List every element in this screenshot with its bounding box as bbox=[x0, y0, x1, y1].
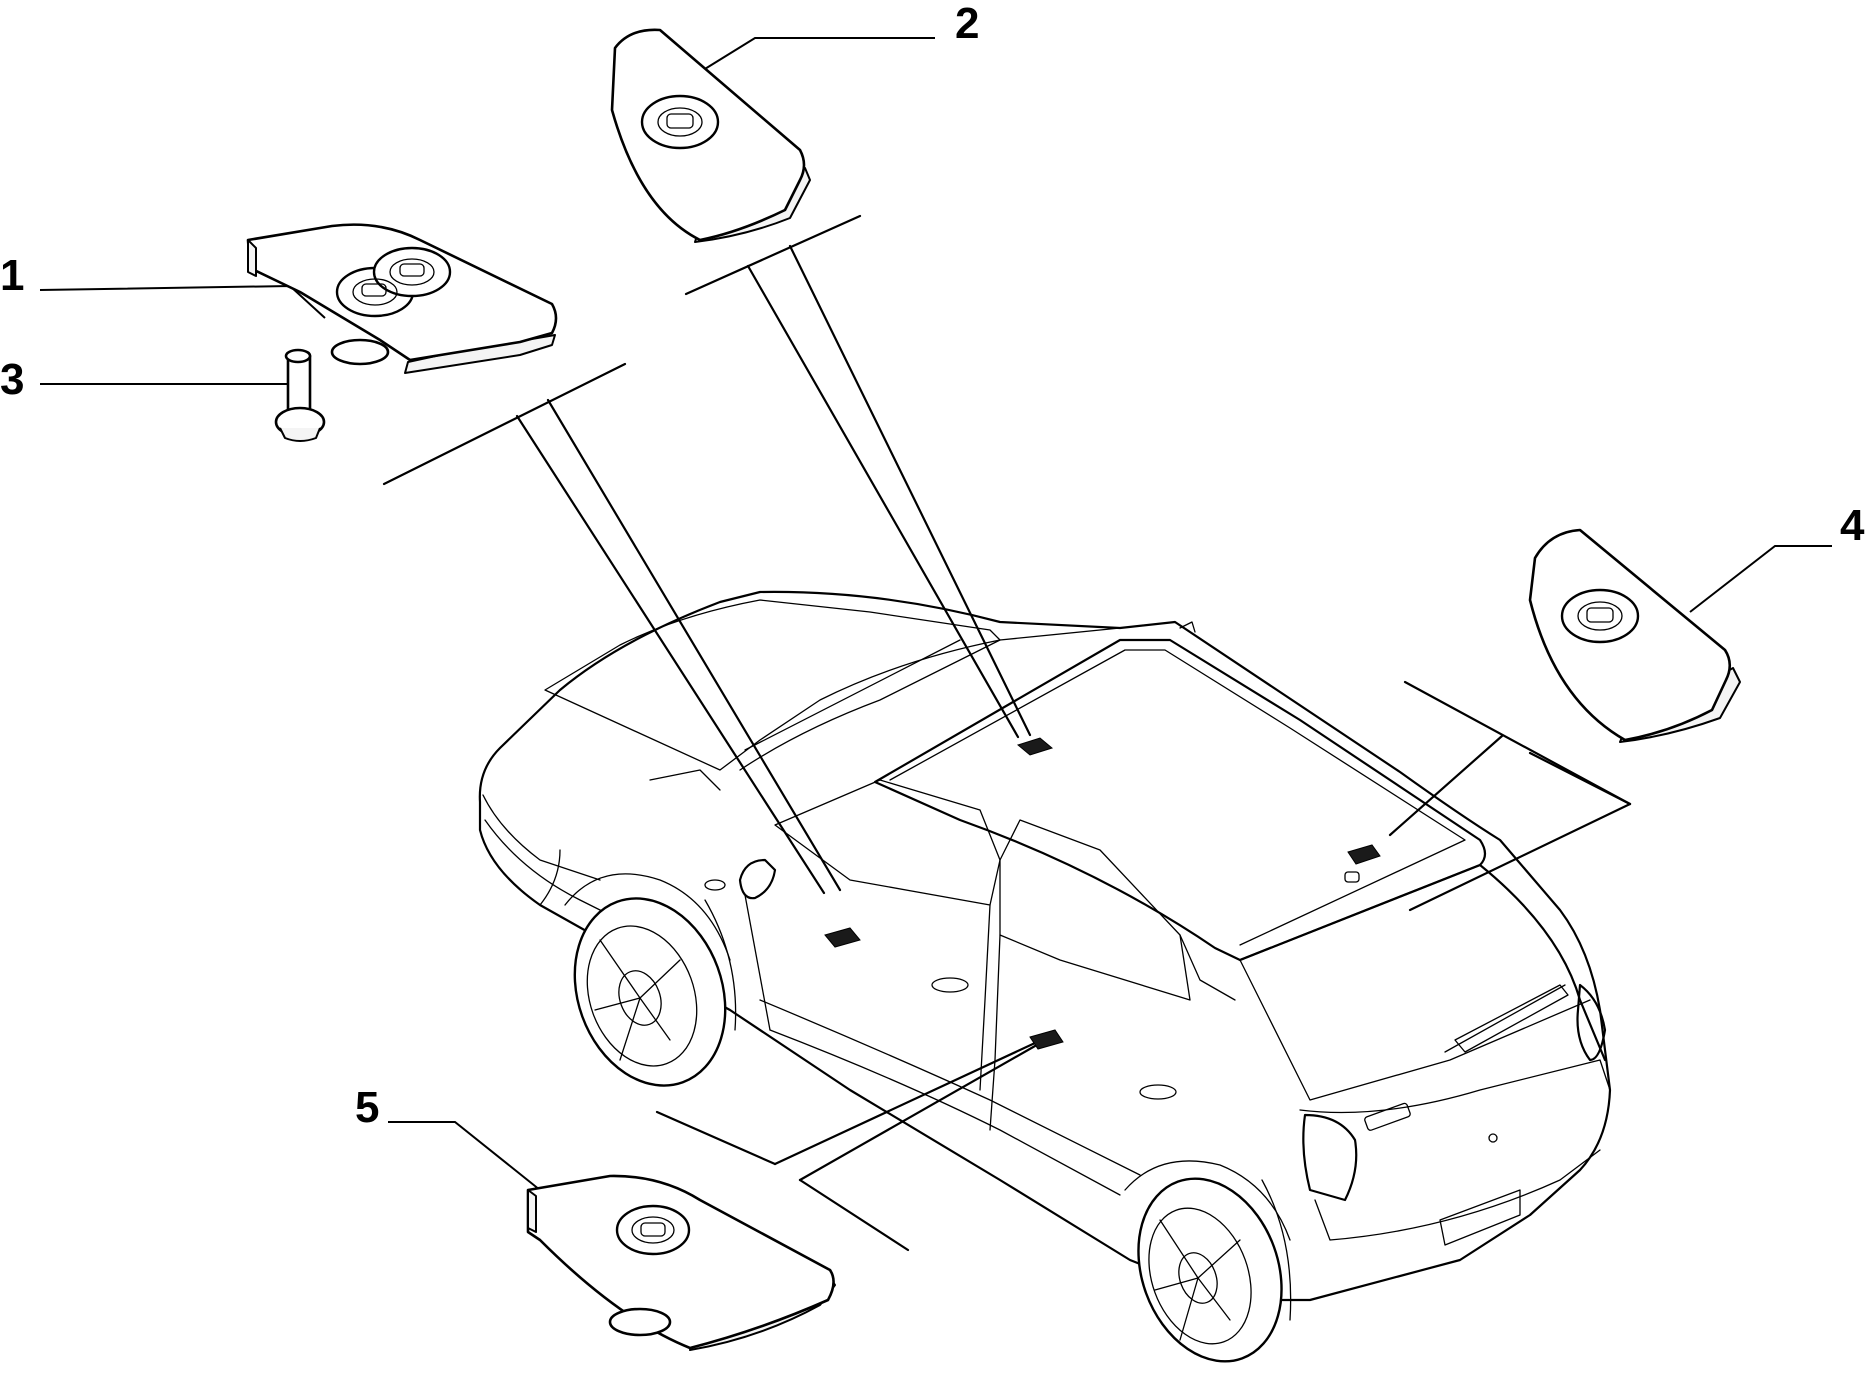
callout-4-label: 4 bbox=[1840, 501, 1865, 550]
switch-icon bbox=[615, 1204, 691, 1256]
switch-pair-icon bbox=[335, 246, 452, 318]
car-outline-illustration bbox=[478, 590, 1612, 1363]
callout-3-label: 3 bbox=[0, 355, 24, 404]
callout-2-label: 2 bbox=[955, 0, 979, 48]
leader-1 bbox=[39, 284, 326, 319]
rear-wheel bbox=[1137, 1177, 1292, 1363]
callout-1-label: 1 bbox=[0, 251, 24, 300]
part-3-screw bbox=[274, 348, 326, 442]
part-2-window-switch-panel bbox=[610, 28, 811, 243]
leader-2 bbox=[699, 37, 935, 73]
roof-location-marker bbox=[1016, 737, 1054, 756]
rear-location-marker bbox=[1347, 844, 1381, 865]
switch-icon bbox=[1560, 588, 1640, 644]
front-wheel bbox=[573, 897, 737, 1087]
rear-door-location-marker bbox=[1029, 1029, 1064, 1050]
part-5-window-switch-panel bbox=[526, 1174, 836, 1351]
part-1-double-window-switch-panel bbox=[246, 223, 558, 374]
callout-5-label: 5 bbox=[355, 1083, 379, 1132]
leader-4 bbox=[1689, 545, 1832, 613]
part-4-window-switch-panel bbox=[1528, 528, 1741, 743]
switch-icon bbox=[640, 94, 720, 150]
leader-5 bbox=[388, 1121, 541, 1191]
projection-lines bbox=[382, 214, 1632, 1252]
front-door-location-marker bbox=[824, 927, 861, 948]
